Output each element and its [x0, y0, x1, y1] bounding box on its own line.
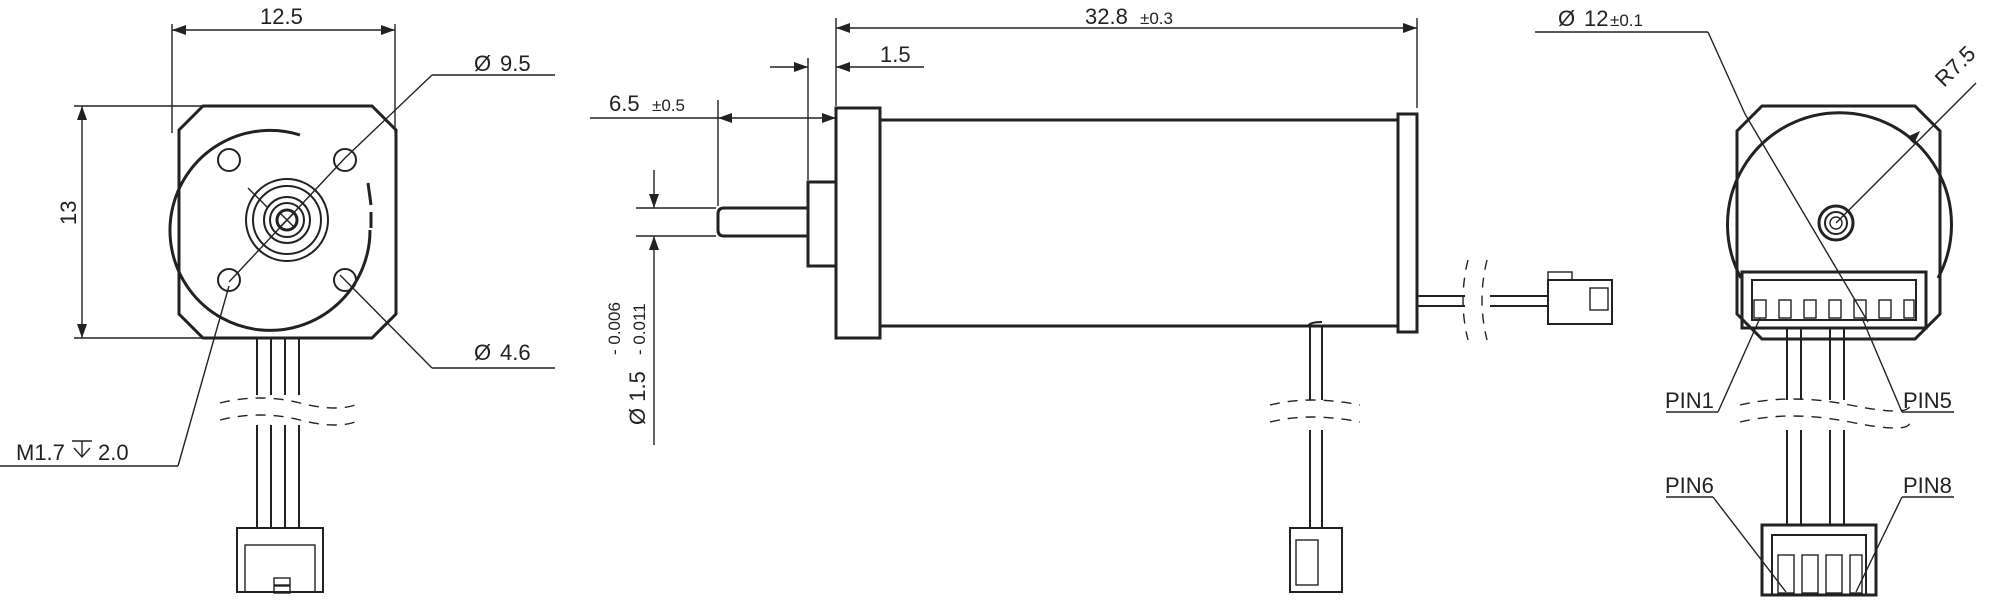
front-width-label: 12.5 [260, 4, 303, 29]
rear-connector [1740, 270, 1928, 330]
front-mount-hole-4 [333, 268, 357, 292]
front-connector [236, 527, 324, 593]
pin6-label: PIN6 [1665, 473, 1714, 498]
shaft-tol-upper: - 0.006 [605, 302, 624, 355]
rear-flange-outline [1735, 104, 1942, 341]
side-shaft [716, 206, 808, 238]
hole-dia-symbol: Ø [474, 340, 491, 365]
side-view: 32.8 ±0.3 1.5 6.5 ±0.5 Ø 1.5 - 0.006 - 0… [590, 4, 1613, 593]
front-bearing [263, 196, 311, 244]
side-endcap [1396, 112, 1419, 334]
shaft-length-tol-label: ±0.5 [652, 96, 685, 115]
side-bottom-connector [1289, 527, 1343, 593]
body-dia-label: 12 [1584, 6, 1608, 31]
hole-dia-label: 4.6 [500, 340, 531, 365]
pin5-label: PIN5 [1903, 388, 1952, 413]
rear-shaft [1817, 204, 1855, 242]
shaft-length-label: 6.5 [609, 91, 640, 116]
body-dia-symbol: Ø [1558, 6, 1575, 31]
front-pilot [245, 178, 329, 262]
front-view: 12.5 13 Ø 9.5 Ø 4.6 M1.7 2.0 [0, 4, 555, 594]
rear-view: Ø 12 ±0.1 R7.5 PIN1 PIN5 PIN6 PIN8 [1535, 6, 1981, 597]
pilot-dia-symbol: Ø [474, 51, 491, 76]
pin1-label: PIN1 [1665, 388, 1714, 413]
thread-depth-label: 2.0 [98, 440, 129, 465]
pin8-label: PIN8 [1903, 473, 1952, 498]
front-height-label: 13 [56, 201, 81, 225]
side-body [880, 118, 1400, 328]
front-shaft [275, 208, 299, 232]
thread-callout-label: M1.7 [16, 440, 65, 465]
radius-label: R7.5 [1930, 41, 1981, 92]
body-dia-tol-label: ±0.1 [1610, 11, 1643, 30]
pilot-dia-label: 9.5 [500, 51, 531, 76]
rear-connector-pins [1753, 299, 1915, 319]
shaft-tol-lower: - 0.011 [630, 303, 649, 355]
front-mount-hole-3 [217, 268, 241, 292]
front-ring-dash [366, 182, 373, 206]
side-rear-connector [1547, 279, 1613, 325]
rear-body-circle [1726, 111, 1953, 279]
shaft-dia-label: Ø 1.5 [625, 371, 650, 425]
front-mount-hole-1 [217, 148, 241, 172]
side-flange [834, 106, 882, 340]
depth-icon [72, 440, 92, 459]
front-ring [168, 128, 372, 332]
front-mount-hole-2 [333, 148, 357, 172]
length-label: 32.8 [1085, 4, 1128, 29]
length-tol-label: ±0.3 [1140, 9, 1173, 28]
side-boss [806, 180, 838, 268]
flange-thickness-label: 1.5 [880, 42, 911, 67]
